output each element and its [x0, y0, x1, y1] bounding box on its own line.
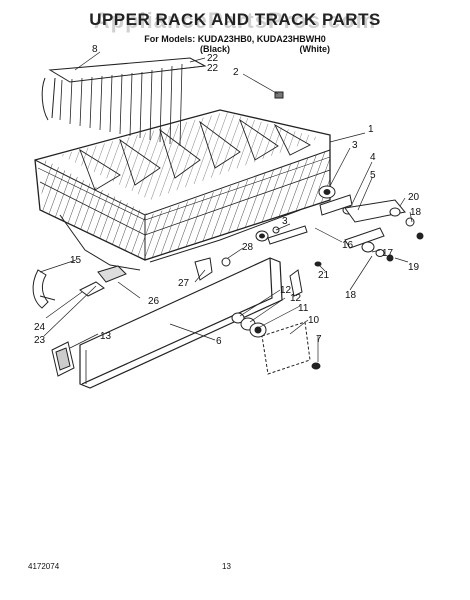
callout-3-a: 3	[352, 140, 358, 151]
left-clip-parts-drawing	[32, 265, 127, 309]
callout-21: 21	[318, 270, 330, 281]
callout-19: 19	[408, 262, 420, 273]
callout-4: 4	[370, 152, 376, 163]
callout-18-b: 18	[345, 290, 357, 301]
callout-2: 2	[233, 67, 239, 78]
model-variants: (Black) (White)	[200, 44, 330, 54]
callout-23: 23	[34, 335, 46, 346]
callout-3-b: 3	[282, 216, 288, 227]
callout-leader-lines	[39, 51, 413, 362]
model-list: For Models: KUDA23HB0, KUDA23HBWH0	[144, 34, 326, 44]
callout-28: 28	[242, 242, 254, 253]
callout-13: 13	[100, 331, 112, 342]
variant-white: (White)	[299, 44, 331, 54]
callout-22-a: 22	[207, 53, 219, 64]
callout-17: 17	[382, 248, 394, 259]
page-title: UPPER RACK AND TRACK PARTS	[89, 10, 381, 29]
page-number: 13	[222, 562, 231, 571]
callout-1: 1	[368, 124, 374, 135]
callout-22-b: 22	[207, 63, 219, 74]
wheel-cluster-drawing	[231, 312, 321, 375]
callout-15: 15	[70, 255, 82, 266]
callout-20: 20	[408, 192, 420, 203]
callout-5: 5	[370, 170, 376, 181]
callout-27: 27	[178, 278, 190, 289]
callout-9: 10	[308, 315, 320, 326]
variant-black: (Black)	[200, 44, 231, 54]
stop-parts-drawing	[194, 257, 303, 297]
document-number: 4172074	[28, 562, 60, 571]
end-cap-bracket-drawing	[51, 341, 75, 377]
upper-rack-basket-drawing	[34, 109, 331, 271]
callout-16: 16	[342, 240, 354, 251]
callout-6: 6	[216, 336, 222, 347]
callout-18-a: 18	[410, 207, 422, 218]
callout-26: 26	[148, 296, 160, 307]
watermark: AppliancePartsPros.com	[93, 8, 377, 33]
callout-12: 12	[280, 285, 292, 296]
callout-10: 11	[298, 303, 309, 314]
callout-8: 8	[92, 44, 98, 55]
callout-11: 12	[290, 293, 302, 304]
callout-24: 24	[34, 322, 46, 333]
callout-7: 7	[316, 334, 322, 345]
